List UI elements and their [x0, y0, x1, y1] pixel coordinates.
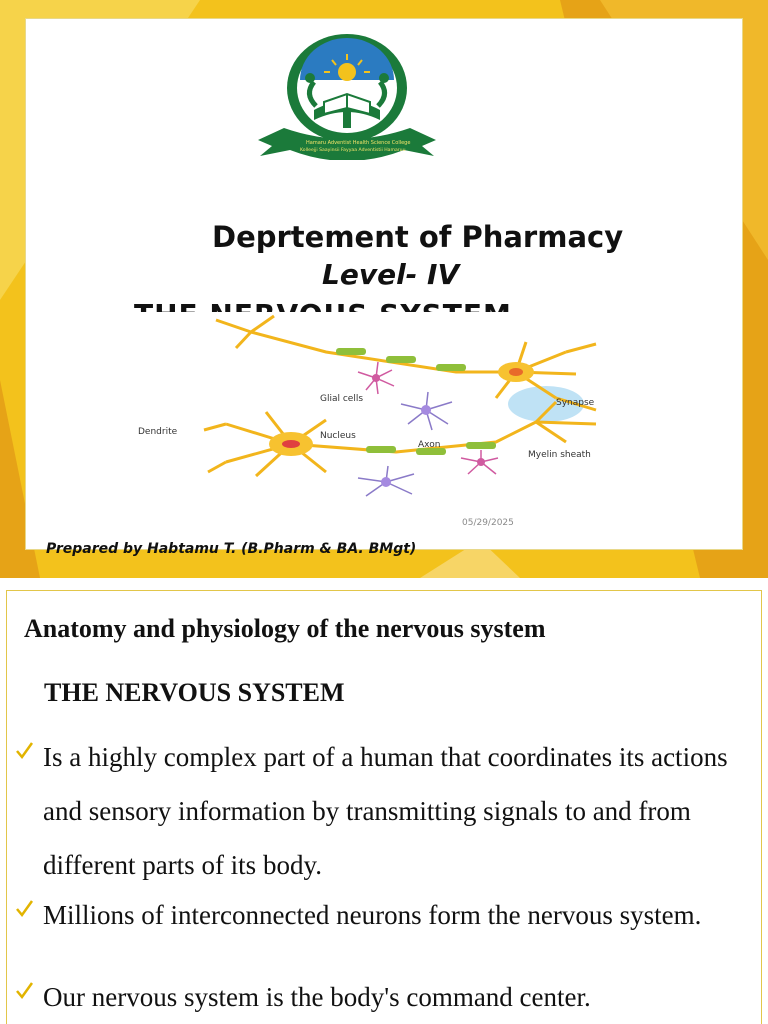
slide-subheading: THE NERVOUS SYSTEM: [44, 678, 345, 707]
slide-title-clip: THE NERVOUS SYSTEM: [0, 294, 768, 312]
logo-year-left: Since: [318, 83, 332, 89]
level-title: Level- IV: [322, 258, 460, 291]
checkmark-icon: [16, 900, 34, 918]
title-slide: Since 2009 Hamaru Adventist Health Scien…: [0, 0, 768, 578]
checkmark-icon: [16, 982, 34, 1000]
label-nucleus: Nucleus: [320, 431, 356, 441]
label-myelin-sheath: Myelin sheath: [528, 450, 591, 460]
label-glial-cells: Glial cells: [320, 394, 363, 404]
department-title: Deprtement of Pharmacy: [212, 220, 624, 254]
label-axon: Axon: [418, 440, 440, 450]
slide-heading: Anatomy and physiology of the nervous sy…: [24, 614, 546, 643]
checkmark-icon: [16, 742, 34, 760]
college-logo: Since 2009 Hamaru Adventist Health Scien…: [258, 34, 436, 160]
prepared-by: Prepared by Habtamu T. (B.Pharm & BA. BM…: [46, 541, 417, 557]
slide-date: 05/29/2025: [462, 518, 514, 528]
logo-banner-text-1: Hamaru Adventist Health Science College: [306, 140, 410, 146]
label-synapse: Synapse: [556, 398, 595, 408]
neuron-diagram: Glial cells Synapse Dendrite Nucleus Axo…: [96, 312, 700, 508]
bullet-text: Millions of interconnected neurons form …: [43, 900, 702, 930]
slide-frame: [6, 590, 762, 1024]
slide-title: THE NERVOUS SYSTEM: [134, 298, 512, 312]
bullet-text: Our nervous system is the body's command…: [43, 982, 591, 1012]
logo-year-right: 2009: [362, 83, 375, 89]
logo-banner-text-2: Kolleejji Saayinsii Fayyaa Adventistii H…: [300, 147, 406, 153]
bullet-text: Is a highly complex part of a human that…: [43, 742, 728, 880]
label-dendrite: Dendrite: [138, 427, 178, 437]
content-slide: Anatomy and physiology of the nervous sy…: [0, 578, 768, 1024]
